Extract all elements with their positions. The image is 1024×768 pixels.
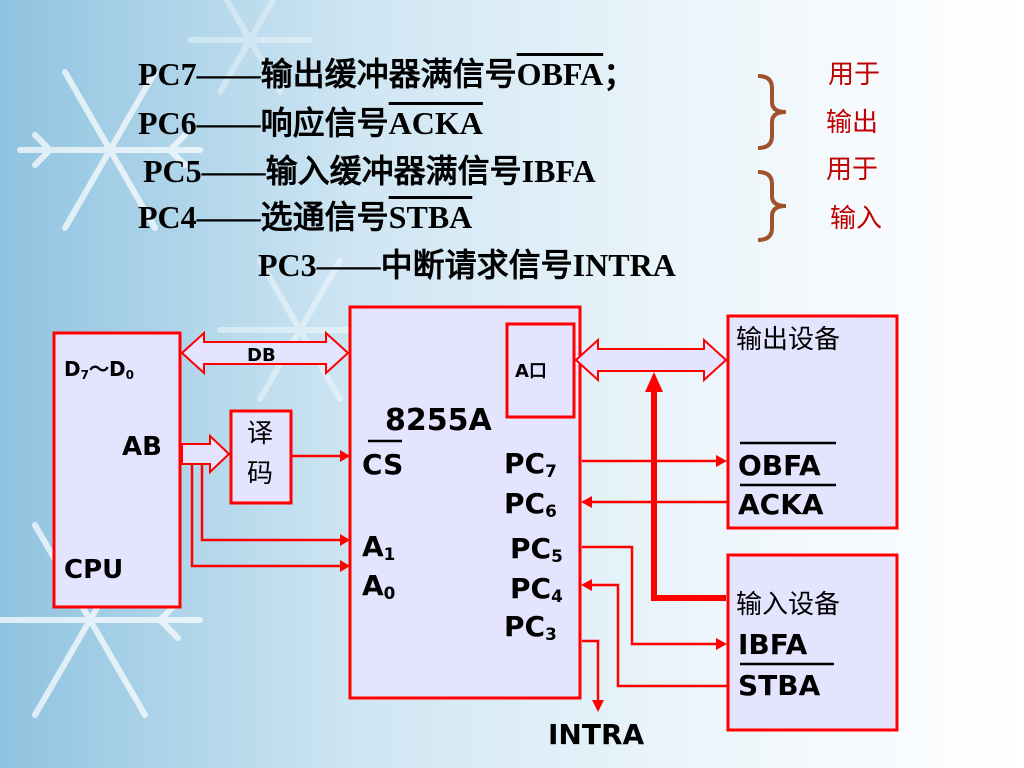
chip-pc7-sub: 7: [545, 461, 557, 482]
output-device-obfa: OBFA: [738, 449, 821, 482]
legend-pc4-signal: STBA: [388, 199, 473, 235]
chip-a1-letter: A: [362, 530, 384, 563]
wire-arrowheads: [340, 450, 727, 712]
chip-cs-label: CS: [362, 448, 404, 481]
input-device-stba: STBA: [738, 669, 821, 702]
legend-pc5-desc: PC5——输入缓冲器满信号: [143, 153, 522, 189]
intra-output-label: INTRA: [548, 718, 645, 751]
chip-a1-label: A1: [362, 533, 395, 563]
legend-pc6: PC6——响应信号ACKA: [138, 107, 483, 139]
legend-pc4-desc: PC4——选通信号: [138, 199, 389, 235]
cpu-tilde-d: ～D: [88, 357, 126, 381]
legend-pc7-signal: OBFA: [516, 56, 604, 92]
port-a-bus-arrow: [574, 337, 728, 383]
cpu-d7-sub: 7: [80, 368, 89, 382]
chip-pc4-label: PC4: [510, 575, 563, 605]
chip-pc5-text: PC: [510, 532, 552, 565]
chip-pc4-text: PC: [510, 572, 552, 605]
port-a-label: A口: [515, 363, 547, 381]
chip-a1-sub: 1: [383, 544, 396, 565]
legend-pc4: PC4——选通信号STBA: [138, 201, 472, 233]
chip-pc3-sub: 3: [545, 624, 557, 645]
side-note-input-line2: 输入: [830, 204, 883, 234]
chip-a0-sub: 0: [383, 583, 396, 604]
cpu-data-bus-label: D7～D0: [64, 359, 134, 381]
legend-pc7-desc: PC7——输出缓冲器满信号: [138, 56, 517, 92]
legend-pc3: PC3——中断请求信号INTRA: [258, 249, 676, 281]
input-device-ibfa: IBFA: [738, 628, 808, 661]
db-label: DB: [247, 345, 276, 366]
chip-pc4-sub: 4: [551, 586, 563, 607]
input-device-box: [726, 553, 899, 732]
output-device-title: 输出设备: [736, 325, 841, 355]
chip-pc7-text: PC: [504, 447, 546, 480]
legend-pc3-signal: INTRA: [572, 247, 676, 283]
cpu-box: [52, 331, 182, 609]
side-note-input-line1: 用于: [826, 155, 879, 185]
input-brace-icon: [757, 170, 787, 242]
input-data-arrowhead: [645, 372, 663, 392]
chip-pc3-text: PC: [504, 610, 546, 643]
cpu-ab-label: AB: [122, 432, 162, 462]
chip-pc5-sub: 5: [551, 546, 563, 567]
chip-pc6-label: PC6: [504, 490, 557, 520]
legend-pc5: PC5——输入缓冲器满信号IBFA: [143, 155, 596, 187]
side-note-output-line2: 输出: [826, 108, 879, 138]
cpu-name-label: CPU: [64, 555, 124, 585]
port-a-text: A口: [515, 361, 547, 382]
chip-a0-label: A0: [362, 572, 395, 602]
legend-pc3-desc: PC3——中断请求信号: [258, 247, 573, 283]
legend-pc7-suffix: ；: [603, 56, 636, 92]
cpu-d-letter: D: [64, 357, 81, 381]
output-device-acka: ACKA: [738, 488, 824, 521]
chip-pc7-label: PC7: [504, 450, 557, 480]
legend-pc5-signal: IBFA: [521, 153, 596, 189]
decoder-box: [229, 409, 293, 505]
chip-pc5-label: PC5: [510, 535, 563, 565]
port-a-box: [505, 322, 576, 419]
chip-pc6-text: PC: [504, 487, 546, 520]
db-bus-arrow: [180, 330, 350, 376]
chip-pc3-label: PC3: [504, 613, 557, 643]
chip-a0-letter: A: [362, 569, 384, 602]
signal-overlines: [368, 439, 836, 666]
legend-pc7: PC7——输出缓冲器满信号OBFA；: [138, 58, 635, 90]
ab-bus-arrow: [181, 433, 231, 475]
control-wires: [190, 454, 728, 700]
decoder-label-line2: 码: [247, 459, 274, 489]
chip-name-label: 8255A: [385, 403, 492, 438]
legend-pc6-desc: PC6——响应信号: [138, 105, 389, 141]
chip-pc6-sub: 6: [545, 501, 557, 522]
output-brace-icon: [757, 74, 787, 150]
legend-pc6-signal: ACKA: [388, 105, 483, 141]
input-device-title: 输入设备: [736, 590, 841, 620]
decoder-label-line1: 译: [247, 419, 274, 449]
output-device-box: [726, 314, 899, 530]
input-data-path: [651, 382, 726, 601]
side-note-output-line1: 用于: [828, 60, 881, 90]
cpu-d0-sub: 0: [125, 368, 134, 382]
